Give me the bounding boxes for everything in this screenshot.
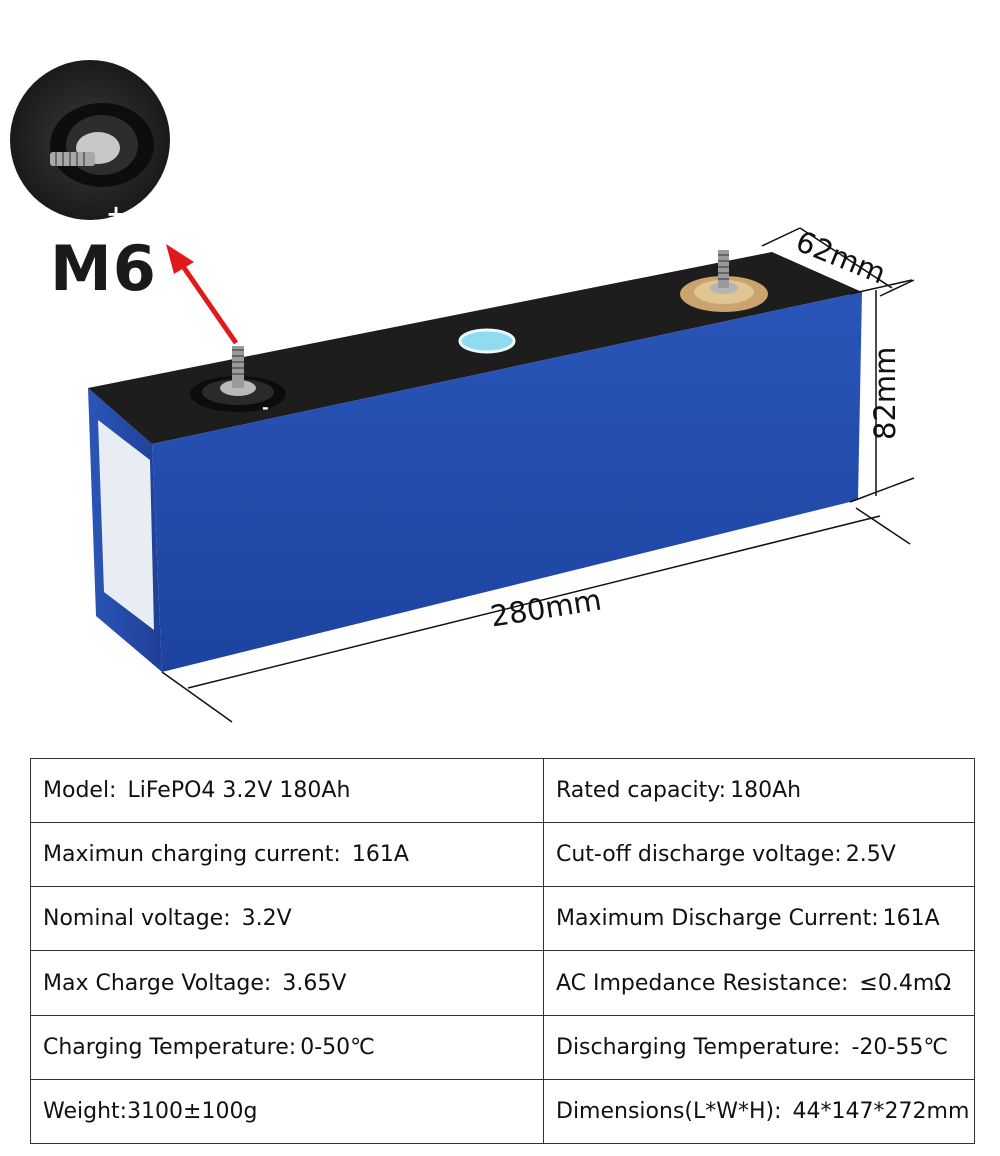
safety-vent bbox=[458, 328, 516, 354]
spec-row: Nominal voltage: 3.2V Maximum Discharge … bbox=[30, 886, 975, 952]
spec-label: Max Charge Voltage: bbox=[43, 970, 272, 996]
battery-front-face bbox=[152, 292, 862, 672]
spec-value: 161A bbox=[882, 906, 940, 932]
spec-row: Charging Temperature:0-50℃ Discharging T… bbox=[30, 1014, 975, 1080]
spec-label: Charging Temperature: bbox=[43, 1034, 297, 1060]
battery-illustration: M6 62mm 82mm 280mm + - bbox=[10, 60, 915, 723]
spec-label: Cut-off discharge voltage: bbox=[556, 842, 842, 868]
spec-label: Discharging Temperature: bbox=[556, 1034, 841, 1060]
spec-value: 44*147*272mm bbox=[792, 1098, 970, 1124]
spec-label: Model: bbox=[43, 778, 117, 804]
spec-value: 0-50℃ bbox=[300, 1034, 375, 1060]
positive-symbol: + bbox=[106, 200, 127, 228]
spec-cell: Model: LiFePO4 3.2V 180Ah bbox=[30, 757, 544, 824]
spec-value: ≤0.4mΩ bbox=[859, 970, 952, 996]
spec-cell: Charging Temperature:0-50℃ bbox=[30, 1014, 544, 1080]
spec-row: Maximun charging current: 161A Cut-off d… bbox=[30, 822, 975, 888]
spec-row: Max Charge Voltage: 3.65V AC Impedance R… bbox=[30, 950, 975, 1016]
spec-cell: Max Charge Voltage: 3.65V bbox=[30, 950, 544, 1016]
negative-terminal bbox=[190, 346, 286, 412]
spec-cell: Rated capacity:180Ah bbox=[543, 757, 975, 824]
spec-value: 3.65V bbox=[282, 970, 347, 996]
spec-row: Model: LiFePO4 3.2V 180Ah Rated capacity… bbox=[30, 757, 975, 824]
height-dimension-label: 82mm bbox=[868, 346, 902, 440]
spec-label: Weight: bbox=[43, 1098, 128, 1124]
spec-value: 2.5V bbox=[845, 842, 896, 868]
spec-cell: Maximum Discharge Current:161A bbox=[543, 886, 975, 952]
spec-row: Weight:3100±100g Dimensions(L*W*H): 44*1… bbox=[30, 1078, 975, 1145]
spec-cell: Weight:3100±100g bbox=[30, 1078, 544, 1145]
spec-label: Maximun charging current: bbox=[43, 842, 341, 868]
spec-cell: Cut-off discharge voltage:2.5V bbox=[543, 822, 975, 888]
spec-label: AC Impedance Resistance: bbox=[556, 970, 849, 996]
thread-size-label: M6 bbox=[50, 232, 157, 305]
spec-value: 180Ah bbox=[730, 778, 802, 804]
spec-cell: AC Impedance Resistance: ≤0.4mΩ bbox=[543, 950, 975, 1016]
spec-value: LiFePO4 3.2V 180Ah bbox=[127, 778, 351, 804]
battery-drawing bbox=[10, 60, 915, 723]
spec-value: 3100±100g bbox=[127, 1098, 258, 1124]
battery-end-label bbox=[98, 420, 154, 630]
spec-label: Dimensions(L*W*H): bbox=[556, 1098, 782, 1124]
spec-cell: Discharging Temperature: -20-55℃ bbox=[543, 1014, 975, 1080]
dimension-lines bbox=[161, 227, 915, 723]
negative-symbol: - bbox=[262, 398, 269, 417]
spec-label: Rated capacity: bbox=[556, 778, 727, 804]
spec-value: -20-55℃ bbox=[851, 1034, 949, 1060]
spec-value: 3.2V bbox=[241, 906, 292, 932]
terminal-zoom-circle bbox=[10, 60, 170, 220]
spec-label: Nominal voltage: bbox=[43, 906, 231, 932]
spec-cell: Nominal voltage: 3.2V bbox=[30, 886, 544, 952]
spec-value: 161A bbox=[351, 842, 409, 868]
spec-table: Model: LiFePO4 3.2V 180Ah Rated capacity… bbox=[30, 757, 975, 1145]
spec-label: Maximum Discharge Current: bbox=[556, 906, 879, 932]
spec-cell: Maximun charging current: 161A bbox=[30, 822, 544, 888]
spec-cell: Dimensions(L*W*H): 44*147*272mm bbox=[543, 1078, 975, 1145]
positive-terminal bbox=[680, 250, 768, 312]
pointer-arrow bbox=[166, 244, 239, 345]
